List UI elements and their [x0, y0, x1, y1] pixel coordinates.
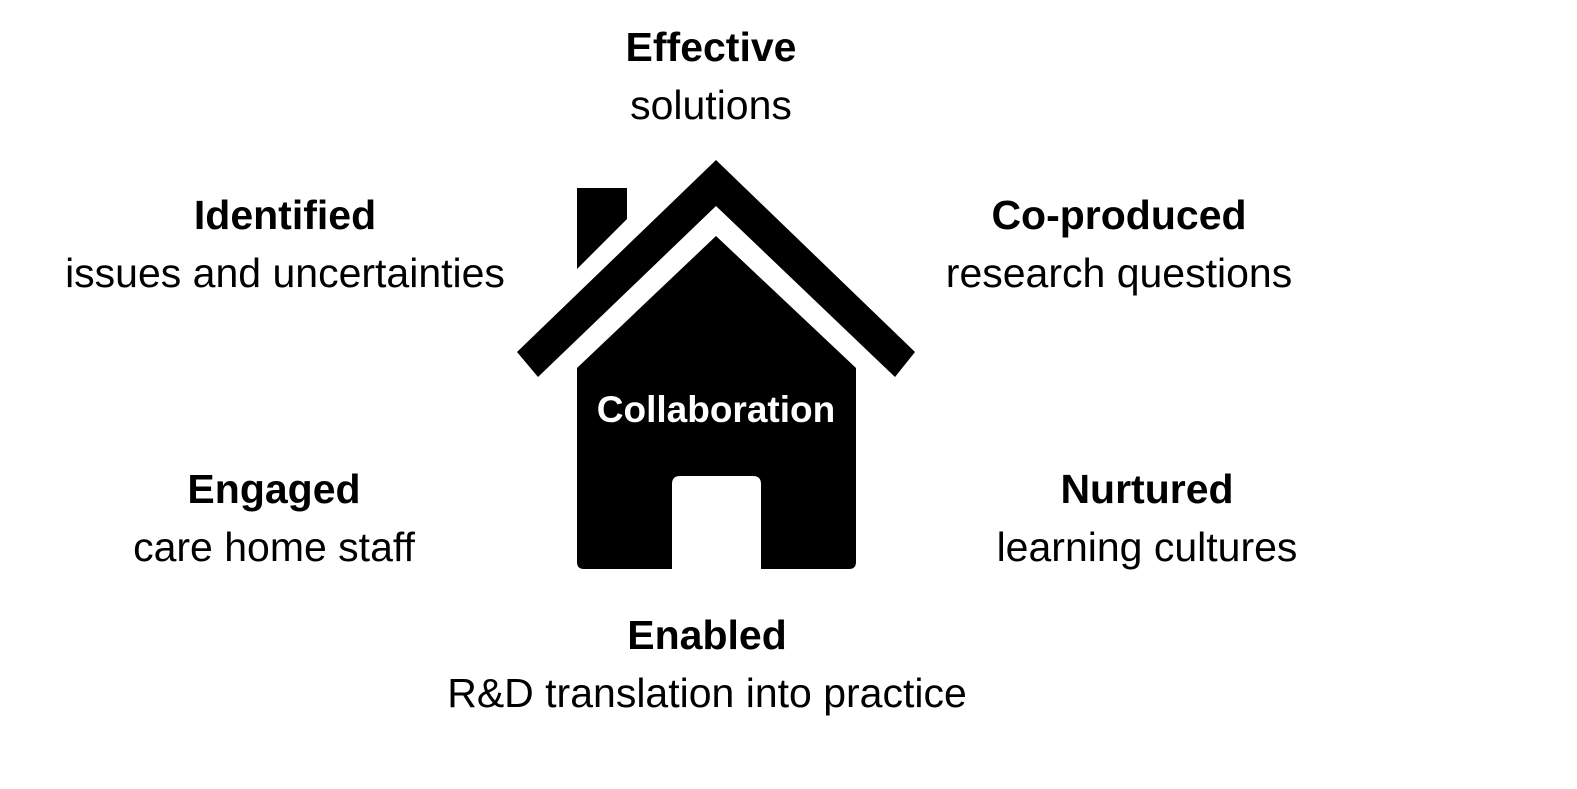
outcome-identified: Identified issues and uncertainties	[65, 186, 505, 302]
outcome-detail: care home staff	[133, 524, 415, 570]
outcome-detail: research questions	[945, 250, 1293, 296]
outcome-detail: learning cultures	[996, 524, 1298, 570]
roof-shape	[517, 160, 915, 377]
outcome-nurtured: Nurtured learning cultures	[997, 460, 1298, 576]
outcome-heading: Engaged	[187, 466, 361, 512]
center-label: Collaboration	[597, 389, 835, 430]
outcome-heading: Co-produced	[991, 192, 1247, 238]
outcome-detail: R&D translation into practice	[447, 670, 967, 716]
outcome-detail: issues and uncertainties	[65, 250, 505, 296]
outcome-heading: Effective	[625, 24, 797, 70]
outcome-co-produced: Co-produced research questions	[946, 186, 1292, 302]
chimney-shape	[577, 188, 627, 269]
house-body-shape	[577, 236, 856, 569]
outcome-engaged: Engaged care home staff	[133, 460, 415, 576]
outcome-heading: Enabled	[627, 612, 787, 658]
outcome-heading: Identified	[193, 192, 377, 238]
outcome-heading: Nurtured	[1060, 466, 1234, 512]
outcome-effective: Effective solutions	[626, 18, 797, 134]
outcome-detail: solutions	[630, 82, 792, 128]
outcome-enabled: Enabled R&D translation into practice	[447, 606, 967, 722]
